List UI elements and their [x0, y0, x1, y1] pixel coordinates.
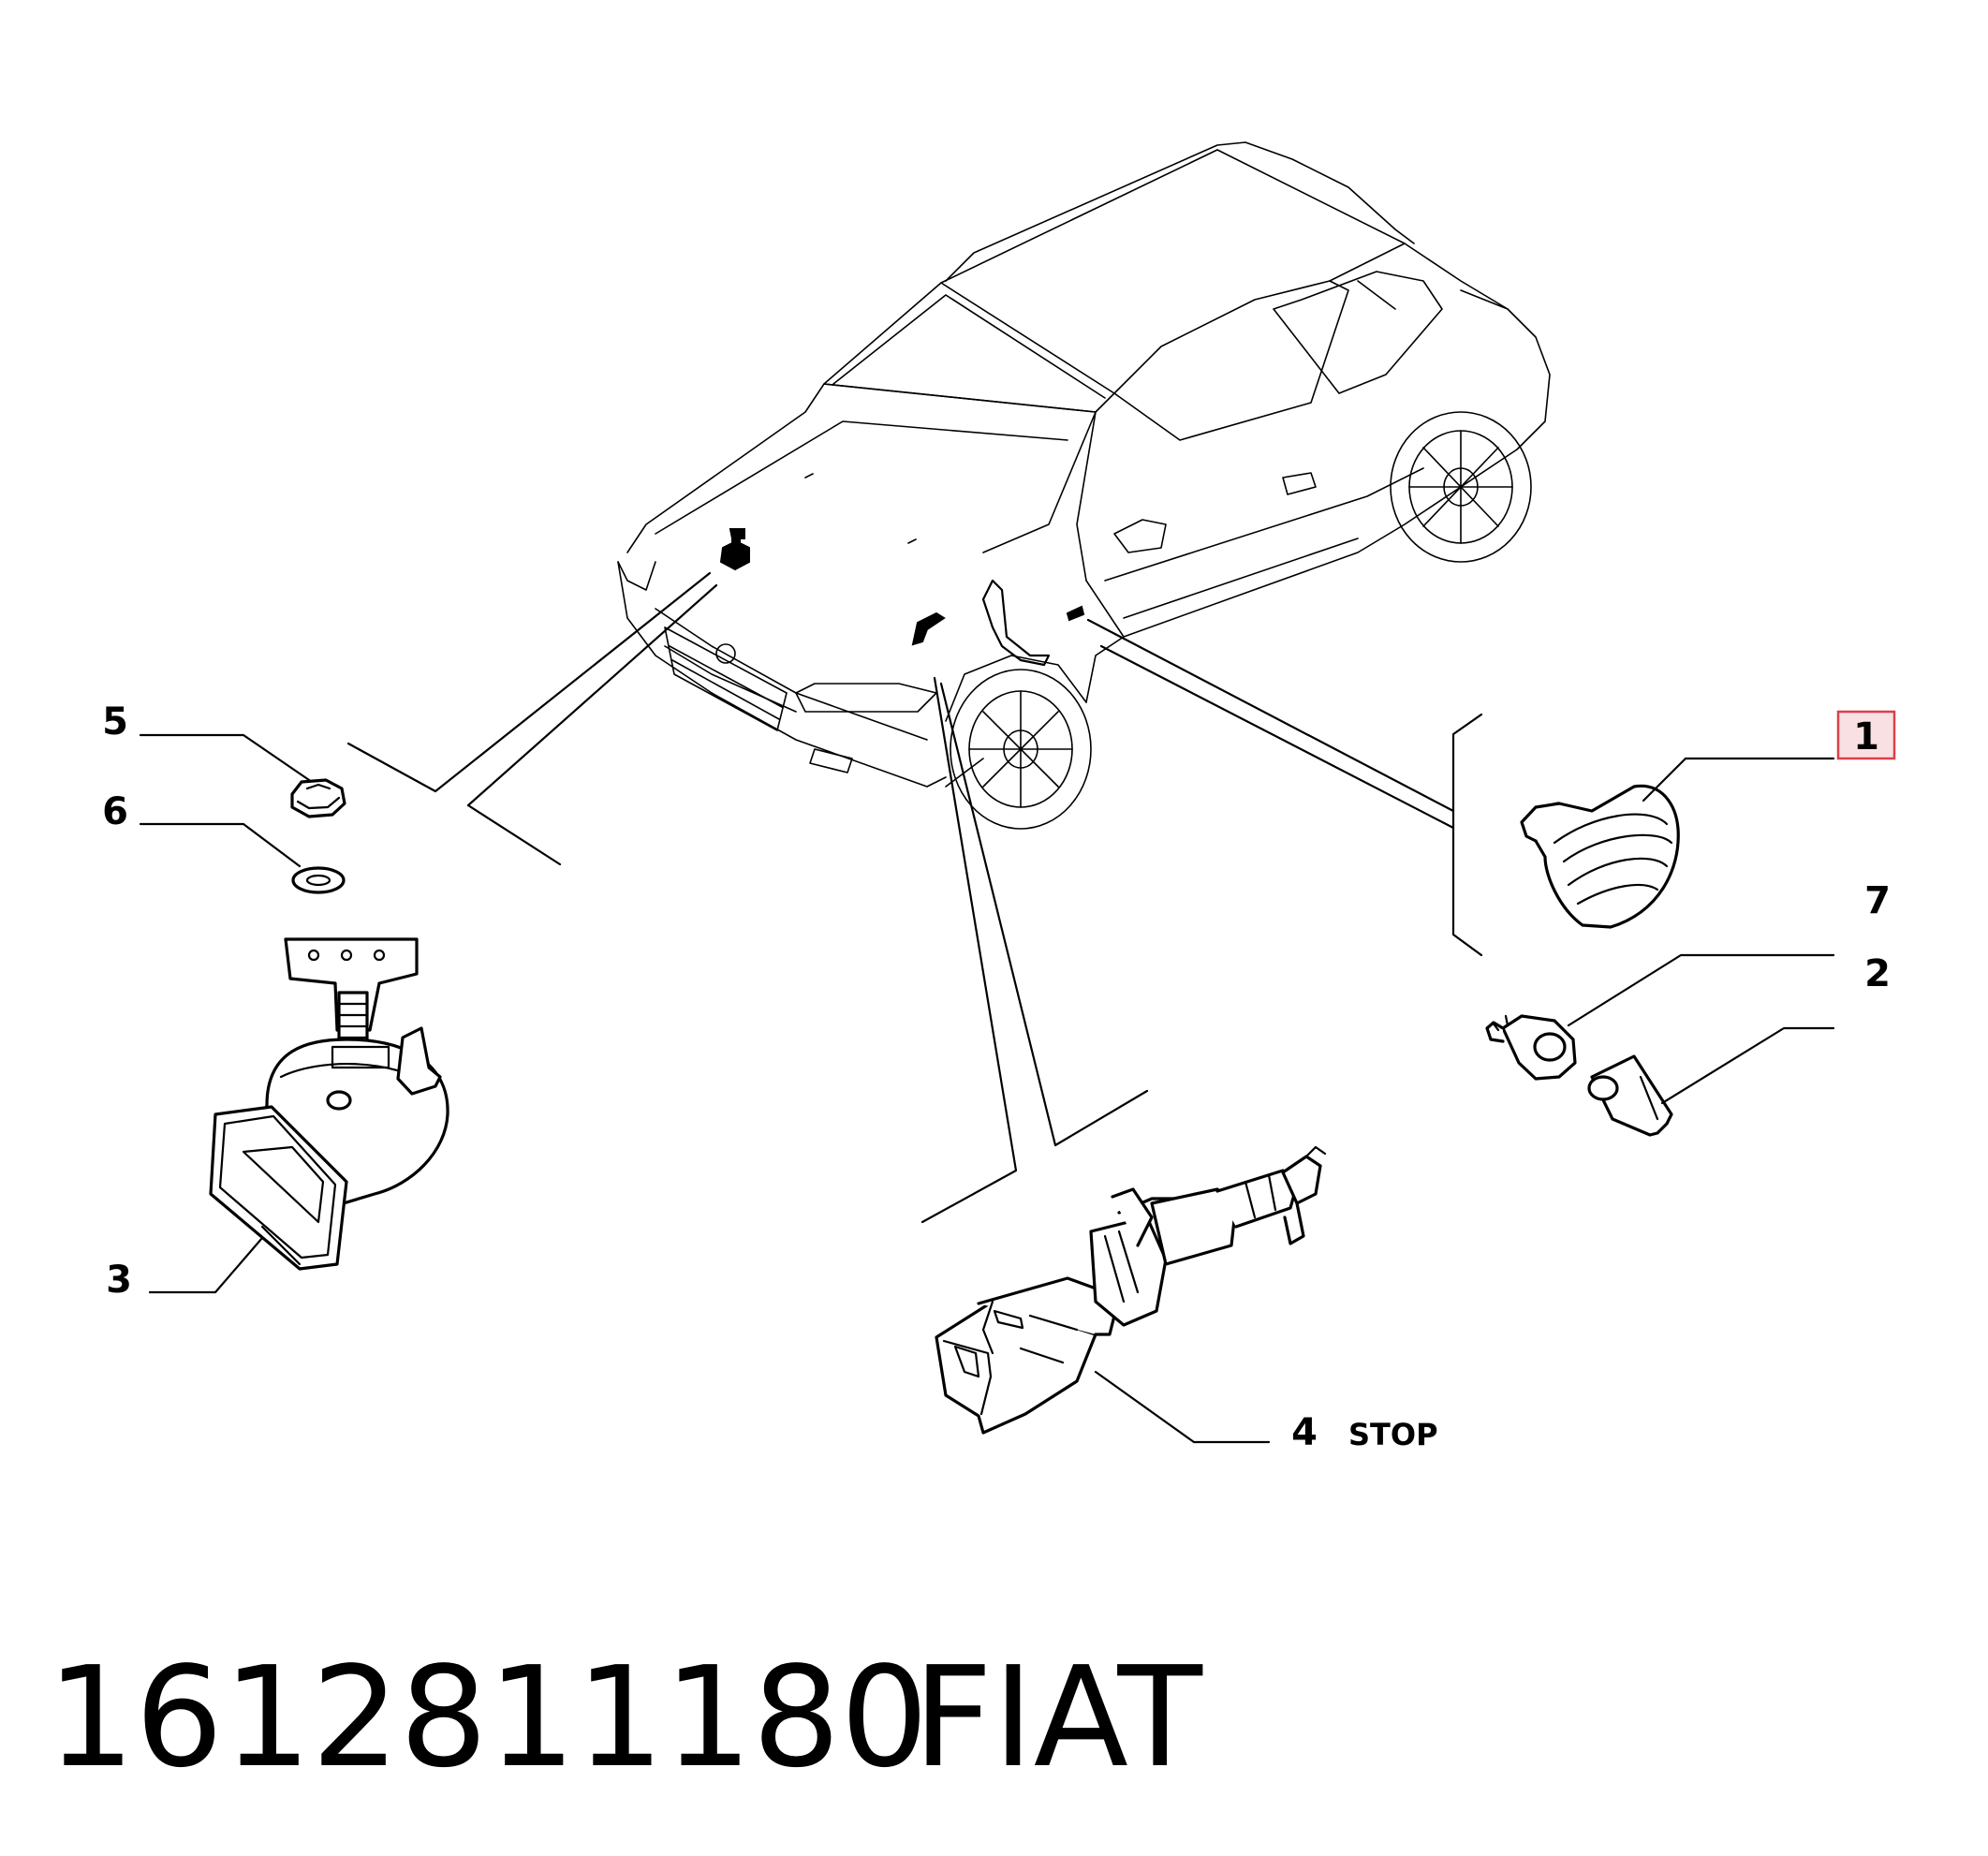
callout-3[interactable]: 3: [106, 1259, 132, 1302]
callout-7[interactable]: 7: [1864, 879, 1891, 922]
stop-label: STOP: [1348, 1417, 1438, 1452]
callout-6[interactable]: 6: [102, 790, 128, 833]
brand-name: FIAT: [913, 1637, 1203, 1798]
callout-2[interactable]: 2: [1864, 952, 1891, 995]
car-illustration: [617, 141, 1551, 830]
car-part-markers: [719, 528, 1085, 667]
part-2-bulb: [1587, 1026, 1835, 1137]
part-5-nut: [139, 733, 346, 818]
callout-1[interactable]: 1: [1853, 715, 1879, 759]
part-6-washer: [139, 822, 346, 894]
callout-4[interactable]: 4: [1291, 1411, 1318, 1454]
leader-lines: [346, 571, 1483, 1224]
part-4-stop-switch: [935, 1145, 1327, 1444]
part-3-horn: [148, 937, 449, 1294]
callout-labels: 1 7 2 5 6 3 4 STOP: [102, 700, 1896, 1454]
callout-5[interactable]: 5: [102, 700, 128, 744]
part-7-bulb-holder: [1485, 953, 1835, 1081]
part-number: 1612811180: [47, 1637, 929, 1798]
callout-1-highlight-box: [1836, 710, 1896, 760]
footer: 1612811180 FIAT: [47, 1637, 1203, 1798]
part-1-side-marker: [1520, 757, 1835, 929]
